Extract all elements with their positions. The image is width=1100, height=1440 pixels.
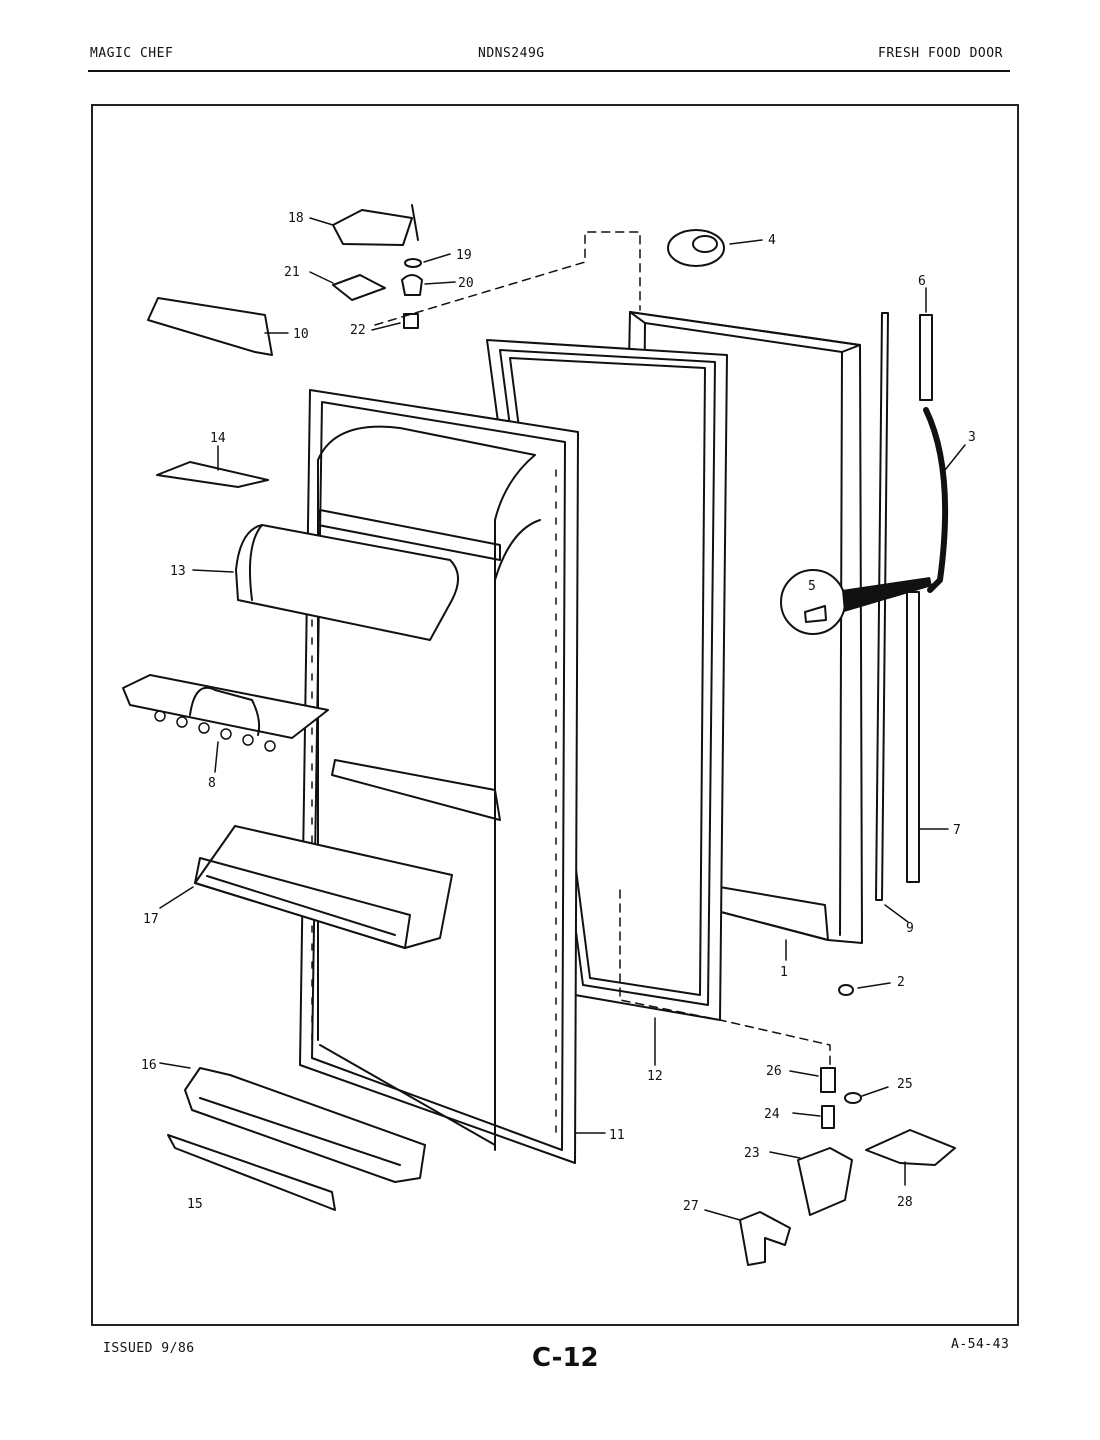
brand-label: MAGIC CHEF — [90, 46, 174, 61]
part-lower-washer — [844, 1092, 862, 1104]
callout-26: 26 — [766, 1064, 782, 1079]
part-handle-trim-lower — [906, 591, 920, 883]
callout-11: 11 — [609, 1128, 625, 1143]
part-shelf-trim — [167, 1134, 336, 1211]
part-hinge-shim — [332, 274, 386, 301]
part-lower-bushing — [820, 1067, 836, 1093]
callout-7: 7 — [953, 823, 961, 838]
part-stop-bracket — [739, 1211, 791, 1266]
callout-3: 3 — [968, 430, 976, 445]
callout-1: 1 — [780, 965, 788, 980]
page-code: C-12 — [532, 1343, 599, 1373]
callout-17: 17 — [143, 912, 159, 927]
callout-12: 12 — [647, 1069, 663, 1084]
part-trim-strip — [875, 312, 889, 901]
part-inner-door-liner — [299, 389, 579, 1164]
callout-21: 21 — [284, 265, 300, 280]
part-handle-detail — [780, 569, 932, 635]
part-hinge-plate — [865, 1129, 956, 1166]
callout-20: 20 — [458, 276, 474, 291]
part-door-shelf-lower — [184, 1067, 426, 1183]
diagram-frame — [91, 104, 1019, 1326]
part-egg-tray — [122, 674, 329, 752]
part-plug — [838, 984, 854, 996]
part-door-handle — [923, 407, 949, 593]
callout-9: 9 — [906, 921, 914, 936]
part-hinge-cover — [156, 461, 269, 488]
callout-24: 24 — [764, 1107, 780, 1122]
callout-5: 5 — [808, 579, 816, 594]
callout-22: 22 — [350, 323, 366, 338]
callout-15: 15 — [187, 1197, 203, 1212]
callout-18: 18 — [288, 211, 304, 226]
callout-4: 4 — [768, 233, 776, 248]
callout-13: 13 — [170, 564, 186, 579]
part-washer — [404, 258, 422, 268]
callout-6: 6 — [918, 274, 926, 289]
part-spacer — [403, 313, 419, 329]
part-lower-pin — [821, 1105, 835, 1129]
callout-23: 23 — [744, 1146, 760, 1161]
callout-16: 16 — [141, 1058, 157, 1073]
part-hinge-bushing — [401, 274, 423, 296]
callout-25: 25 — [897, 1077, 913, 1092]
callout-2: 2 — [897, 975, 905, 990]
part-door-shelf-large — [194, 825, 453, 949]
model-number: NDNS249G — [478, 46, 545, 61]
part-handle-end — [667, 229, 725, 267]
callout-10: 10 — [293, 327, 309, 342]
part-top-hinge-bracket — [147, 297, 273, 356]
header-rule — [88, 70, 1010, 72]
callout-labels: 18 19 21 20 22 10 14 13 8 17 16 15 11 12… — [141, 211, 976, 1214]
part-hinge — [332, 209, 413, 246]
callout-8: 8 — [208, 776, 216, 791]
callout-14: 14 — [210, 431, 226, 446]
callout-19: 19 — [456, 248, 472, 263]
part-handle-trim-upper — [919, 314, 933, 401]
part-dairy-door — [235, 524, 459, 641]
callout-28: 28 — [897, 1195, 913, 1210]
issued-date: ISSUED 9/86 — [103, 1341, 195, 1356]
reference-number: A-54-43 — [951, 1337, 1010, 1352]
part-lower-hinge-bracket — [797, 1147, 853, 1216]
section-title: FRESH FOOD DOOR — [878, 46, 1003, 61]
callout-27: 27 — [683, 1199, 699, 1214]
